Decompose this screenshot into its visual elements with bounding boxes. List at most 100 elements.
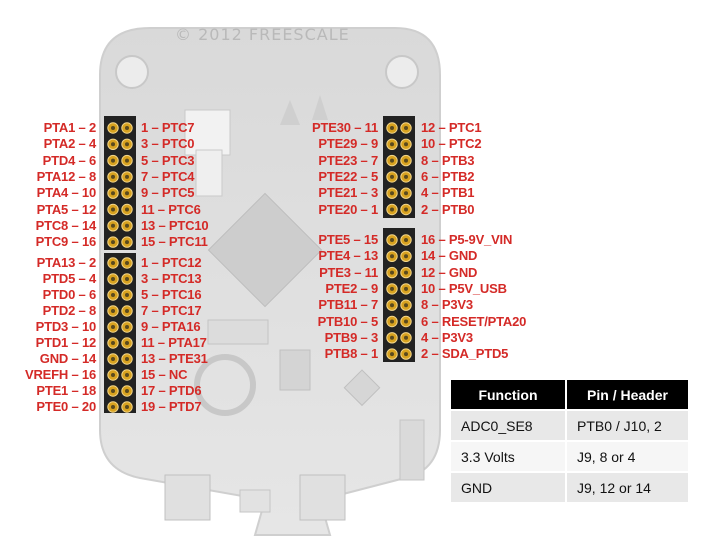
- pin-label: 15 – PTC11: [141, 234, 208, 250]
- pin-label: PTB11 – 7: [318, 297, 378, 313]
- pin-hole: [390, 142, 394, 147]
- j11-header: [399, 419, 425, 481]
- pin-label: PTC8 – 14: [35, 217, 97, 233]
- pin-label: 3 – PTC0: [141, 136, 195, 152]
- pin-hole: [125, 293, 129, 297]
- pin-label: 6 – RESET/PTA20: [421, 313, 527, 329]
- pin-label: 9 – PTC5: [141, 185, 195, 201]
- pin-hole: [404, 303, 408, 308]
- pin-label: PTE1 – 18: [36, 383, 96, 398]
- pin-hole: [125, 142, 129, 147]
- pin-label: PTE0 – 20: [36, 399, 96, 414]
- pin-hole: [111, 126, 115, 130]
- mounting-hole: [385, 55, 419, 89]
- pin-hole: [390, 254, 394, 259]
- pin-function-table: Function Pin / Header ADC0_SE8 PTB0 / J1…: [451, 380, 688, 502]
- pin-label: PTD4 – 6: [42, 152, 97, 168]
- pin-label: PTD5 – 4: [42, 271, 97, 286]
- pin-hole: [111, 293, 115, 297]
- pin-hole: [111, 174, 115, 179]
- pin-hole: [404, 174, 408, 179]
- pin-label: 3 – PTC13: [141, 271, 202, 286]
- pin-label: 9 – PTA16: [141, 319, 201, 334]
- pin-label: 13 – PTC10: [141, 217, 209, 233]
- pin-hole: [125, 174, 129, 179]
- pin-label: 11 – PTA17: [141, 335, 207, 350]
- pin-label: 8 – P3V3: [421, 297, 473, 313]
- pin-hole: [390, 207, 394, 212]
- qr-code: [184, 109, 231, 156]
- usb-connector-right: [299, 474, 346, 521]
- pin-hole: [404, 270, 408, 275]
- pin-label: 1 – PTC12: [141, 255, 202, 270]
- table-cell: PTB0 / J10, 2: [566, 409, 688, 441]
- pin-label: VREFH – 16: [25, 367, 96, 382]
- pin-label: PTE5 – 15: [318, 232, 378, 247]
- pin-hole: [390, 191, 394, 196]
- pin-hole: [404, 319, 408, 324]
- pin-label: 13 – PTE31: [141, 351, 208, 366]
- pin-hole: [404, 191, 408, 196]
- pin-hole: [125, 373, 129, 377]
- pin-label: PTE3 – 11: [319, 264, 378, 280]
- pin-label: PTD1 – 12: [35, 335, 97, 350]
- pin-hole: [404, 126, 408, 130]
- pin-label: 16 – P5-9V_VIN: [421, 232, 513, 247]
- pin-label: 8 – PTB3: [421, 152, 475, 168]
- pin-hole: [125, 261, 129, 265]
- pin-hole: [125, 325, 129, 329]
- pin-label: 5 – PTC16: [141, 287, 202, 302]
- pin-hole: [111, 142, 115, 147]
- pin-label: PTB10 – 5: [317, 313, 379, 329]
- pin-hole: [111, 389, 115, 393]
- pin-label: 4 – P3V3: [421, 329, 473, 345]
- pin-label: 12 – PTC1: [421, 120, 482, 135]
- pin-label: 7 – PTC4: [141, 168, 195, 184]
- header-j1: [104, 116, 136, 250]
- pin-hole: [404, 207, 408, 212]
- pin-hole: [390, 335, 394, 340]
- pin-hole: [111, 223, 115, 228]
- header-j9: [383, 228, 415, 362]
- pin-label: 15 – NC: [141, 367, 188, 382]
- pin-hole: [111, 261, 115, 265]
- pin-hole: [125, 341, 129, 345]
- table-cell: ADC0_SE8: [451, 409, 567, 441]
- qr-code: [195, 149, 223, 197]
- pin-label: PTA5 – 12: [36, 201, 97, 217]
- freescale-logo: [280, 100, 300, 125]
- table-header-pin: Pin / Header: [566, 380, 688, 410]
- header-j2: [104, 253, 136, 413]
- pin-label: PTA12 – 8: [36, 168, 97, 184]
- silkscreen-text: © 2012 FREESCALE: [175, 25, 350, 44]
- pin-hole: [111, 405, 115, 409]
- pin-hole: [404, 286, 408, 291]
- pin-label: 6 – PTB2: [421, 168, 475, 184]
- pin-hole: [390, 158, 394, 163]
- pin-label: PTE20 – 1: [318, 201, 378, 217]
- pin-hole: [390, 238, 394, 242]
- pin-label: 10 – P5V_USB: [421, 280, 507, 296]
- reset-button: [239, 489, 271, 513]
- table-cell: J9, 12 or 14: [566, 471, 688, 502]
- pin-label: PTE4 – 13: [318, 248, 378, 264]
- pin-hole: [111, 309, 115, 313]
- pin-label: PTA2 – 4: [43, 136, 97, 152]
- pin-label: 11 – PTC6: [141, 201, 201, 217]
- pin-hole: [111, 325, 115, 329]
- pin-hole: [125, 357, 129, 361]
- pin-label: 10 – PTC2: [421, 136, 482, 152]
- table-row: 3.3 Volts J9, 8 or 4: [451, 440, 688, 472]
- pin-hole: [111, 277, 115, 281]
- pin-hole: [404, 158, 408, 163]
- pin-hole: [125, 309, 129, 313]
- pin-hole: [390, 352, 394, 357]
- pin-hole: [125, 158, 129, 163]
- pin-label: 19 – PTD7: [141, 399, 202, 414]
- pin-hole: [125, 126, 129, 130]
- mcu-chip: [207, 192, 323, 308]
- pin-label: PTB8 – 1: [324, 346, 379, 362]
- touch-slider: [194, 354, 256, 416]
- pin-hole: [111, 191, 115, 196]
